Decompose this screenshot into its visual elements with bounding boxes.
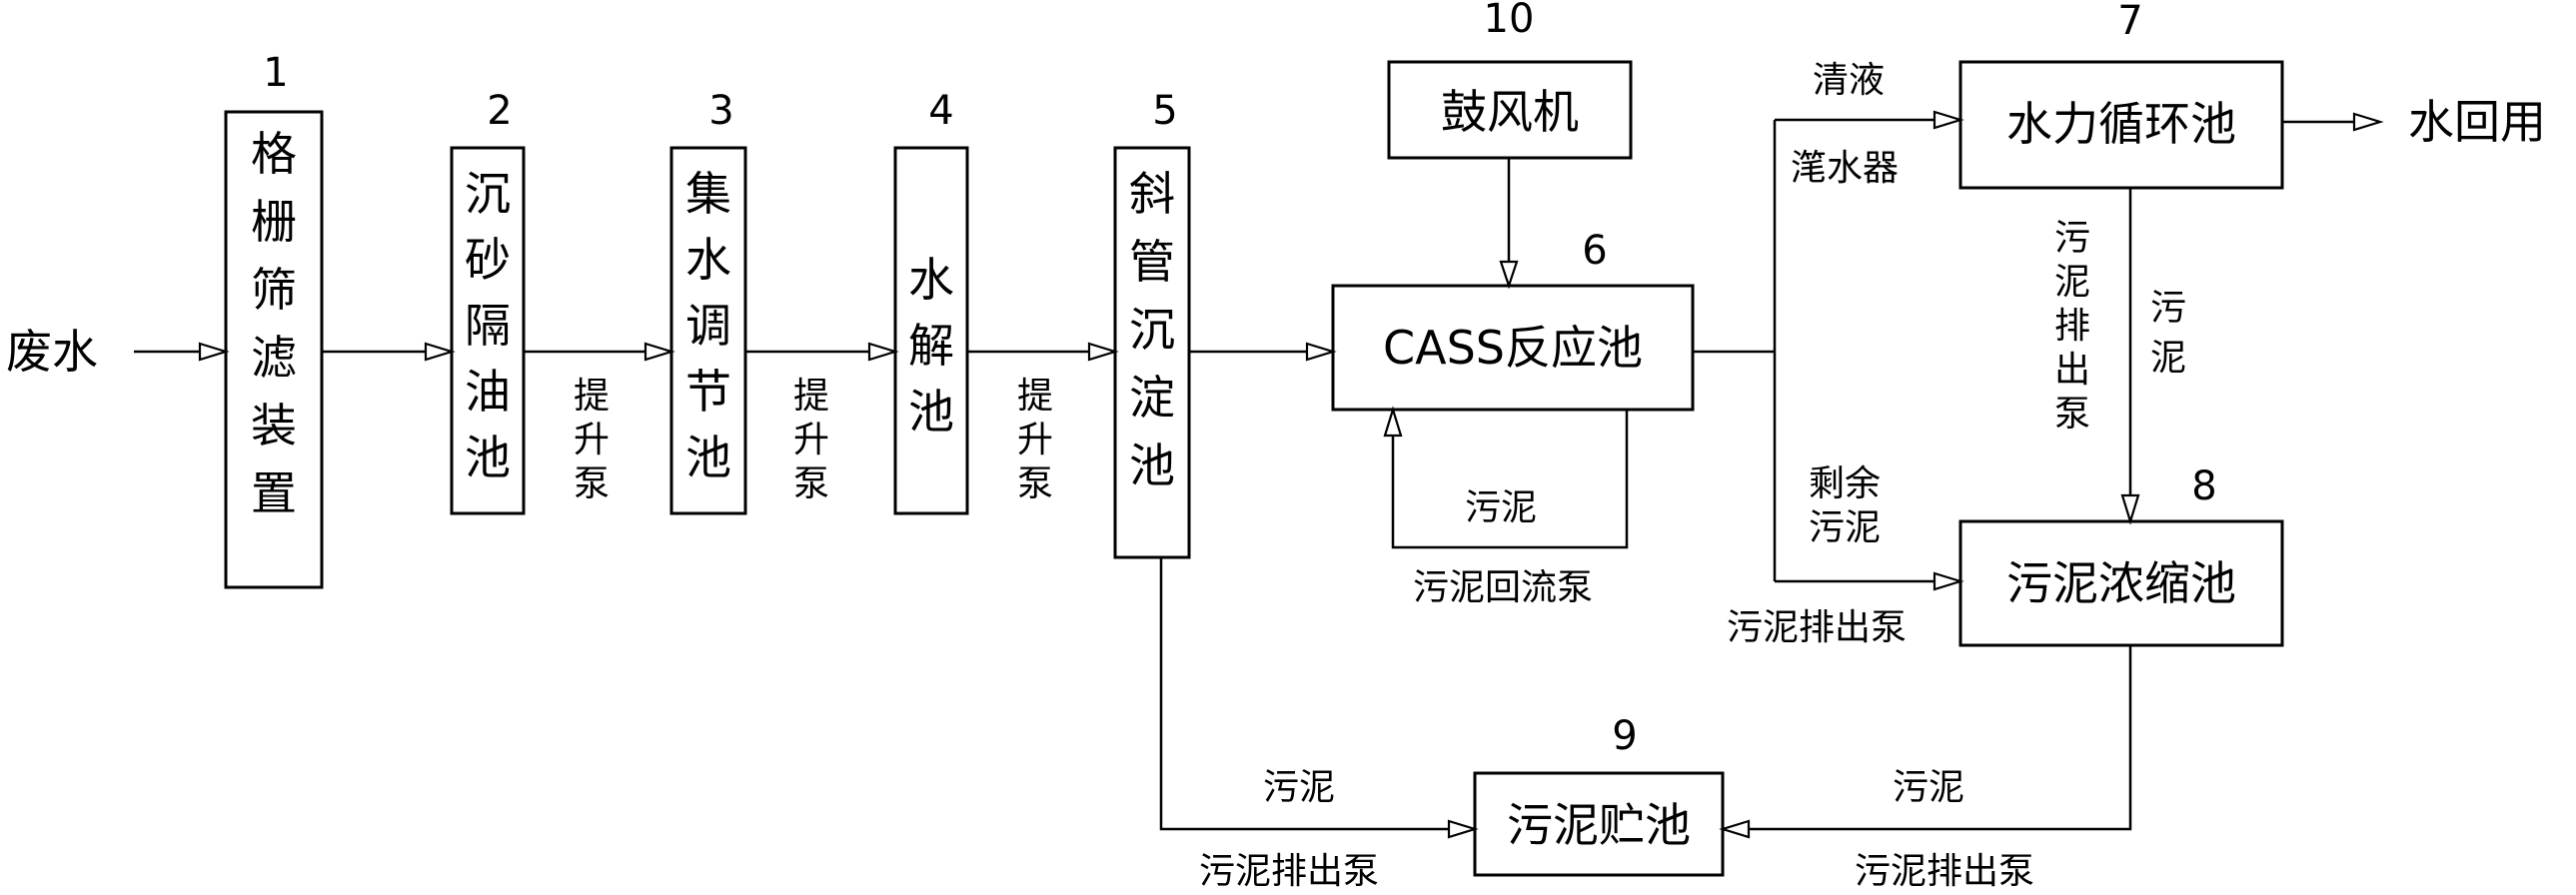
node-5: 5 斜管沉淀池: [1113, 88, 1191, 559]
arrow-to-output: [2352, 112, 2384, 132]
node-7-box: [1958, 60, 2284, 190]
node-1-number: 1: [263, 50, 288, 96]
node-2-box: [450, 146, 526, 515]
pump-label-2-3: 提升泵: [574, 376, 610, 504]
arrow-into-7: [1932, 110, 1964, 130]
node-6: 6 CASS反应池: [1331, 228, 1695, 412]
sludge-8-9-label: 污泥: [1893, 767, 1964, 808]
arrow-into-9-left: [1447, 819, 1479, 839]
sludge-5-9-pump-label: 污泥排出泵: [1199, 851, 1379, 892]
decanter-label: 滗水器: [1791, 148, 1899, 189]
sludge-8-9-pump-label: 污泥排出泵: [1855, 851, 2034, 892]
connectors: [134, 118, 2354, 831]
sludge-return-label: 污泥: [1465, 487, 1537, 528]
node-8-number: 8: [2191, 463, 2216, 509]
node-8-box: [1958, 519, 2284, 647]
arrow-into-6-top: [1499, 260, 1519, 290]
flow-labels: 废水 水回用 提升泵 提升泵 提升泵 清液 滗水器 污泥 污泥回流泵 剩余污泥 …: [6, 60, 2546, 892]
arrow-into-9-right: [1719, 819, 1751, 839]
node-6-box: [1331, 284, 1695, 412]
node-7: 7 水力循环池: [1958, 0, 2284, 190]
edge-5-9: [1159, 557, 1449, 831]
node-8-label: 污泥浓缩池: [2006, 556, 2236, 610]
node-2: 2 沉砂隔油池: [450, 88, 526, 515]
node-10-box: [1387, 60, 1633, 160]
arrow-into-8-left: [1932, 571, 1964, 591]
node-10-label: 鼓风机: [1441, 85, 1579, 139]
arrow-into-5: [1087, 342, 1119, 362]
pump-label-3-4: 提升泵: [793, 376, 829, 504]
arrow-into-6-bottom: [1383, 406, 1403, 438]
sludge-discharge-pump-8-label: 污泥排出泵: [1727, 607, 1907, 648]
node-7-number: 7: [2117, 0, 2142, 44]
arrow-into-8-top: [2120, 493, 2140, 525]
clear-liquid-label: 清液: [1813, 60, 1885, 101]
node-3-box: [669, 146, 747, 515]
node-10: 10 鼓风机: [1387, 0, 1633, 160]
sludge-7-8-pump-label: 污泥排出泵: [2054, 218, 2090, 435]
node-9-box: [1473, 771, 1725, 877]
node-8: 8 污泥浓缩池: [1958, 463, 2284, 647]
node-7-label: 水力循环池: [2006, 97, 2236, 151]
node-5-label: 斜管沉淀池: [1129, 167, 1175, 492]
node-9-number: 9: [1612, 713, 1637, 759]
node-9-label: 污泥贮池: [1507, 798, 1691, 852]
pump-label-4-5: 提升泵: [1017, 376, 1053, 504]
arrowheads: [198, 110, 2384, 839]
sludge-return-pump-label: 污泥回流泵: [1413, 567, 1593, 608]
excess-sludge-label: 剩余污泥: [1809, 463, 1881, 548]
arrow-into-4: [867, 342, 899, 362]
arrow-into-6-left: [1305, 342, 1337, 362]
node-5-number: 5: [1152, 88, 1177, 134]
node-4-box: [893, 146, 969, 515]
edge-8-9: [1749, 645, 2132, 831]
node-3: 3 集水调节池: [669, 88, 747, 515]
node-2-label: 沉砂隔油池: [465, 167, 511, 484]
input-label: 废水: [6, 325, 98, 379]
node-1-label: 格栅筛滤装置: [251, 127, 297, 520]
edge-6-return-loop: [1391, 410, 1629, 549]
output-label: 水回用: [2408, 95, 2546, 149]
node-9: 9 污泥贮池: [1473, 713, 1725, 877]
arrow-into-2: [424, 342, 456, 362]
sludge-7-8-label: 污泥: [2150, 288, 2186, 379]
node-4-label: 水解池: [908, 253, 954, 439]
node-4-number: 4: [928, 88, 953, 134]
node-2-number: 2: [487, 88, 512, 134]
node-10-number: 10: [1484, 0, 1535, 42]
node-6-label: CASS反应池: [1383, 321, 1643, 375]
node-3-label: 集水调节池: [685, 167, 731, 484]
arrow-into-1: [198, 342, 230, 362]
node-1-box: [224, 110, 324, 589]
node-1: 1 格栅筛滤装置: [224, 50, 324, 589]
node-3-number: 3: [708, 88, 733, 134]
sludge-5-9-label: 污泥: [1263, 767, 1335, 808]
arrow-into-3: [644, 342, 675, 362]
node-4: 4 水解池: [893, 88, 969, 515]
node-6-number: 6: [1582, 228, 1607, 274]
